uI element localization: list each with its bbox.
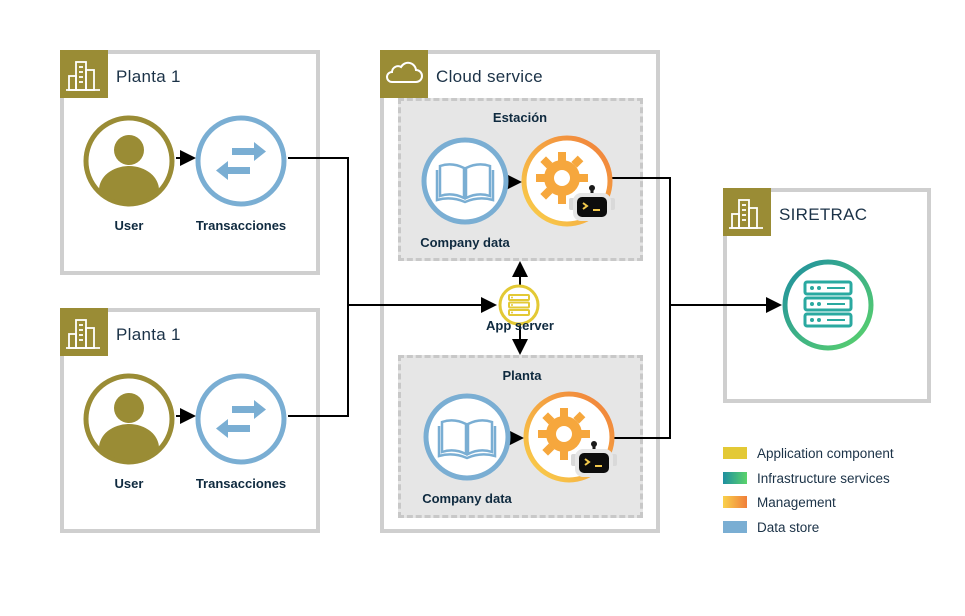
transacciones-label: Transacciones [195, 218, 287, 233]
cloud-title: Cloud service [436, 67, 543, 86]
legend-swatch [723, 521, 747, 533]
user-label: User [114, 218, 144, 233]
planta-title: Planta [502, 368, 542, 383]
legend-label: Application component [757, 445, 894, 461]
plant-title: Planta 1 [116, 325, 181, 344]
legend-item-management: Management [723, 494, 836, 510]
book-icon [420, 136, 510, 231]
building-icon [723, 188, 771, 236]
legend-item-data-store: Data store [723, 519, 819, 535]
user-icon [82, 114, 176, 213]
cloud-icon [380, 50, 428, 98]
legend-item-infrastructure: Infrastructure services [723, 470, 890, 486]
legend-item-application: Application component [723, 445, 894, 461]
transacciones-label: Transacciones [195, 476, 287, 491]
legend-swatch [723, 472, 747, 484]
siretrac-title: SIRETRAC [779, 205, 868, 224]
server-icon [498, 284, 540, 331]
user-label: User [114, 476, 144, 491]
book-icon [422, 392, 512, 487]
building-icon [60, 308, 108, 356]
legend-swatch [723, 496, 747, 508]
legend-swatch [723, 447, 747, 459]
building-icon [60, 50, 108, 98]
company-data-label: Company data [422, 491, 512, 506]
app-server-label: App server [486, 318, 554, 333]
legend-label: Data store [757, 519, 820, 535]
robot-icon [568, 440, 620, 485]
robot-icon [566, 184, 618, 229]
exchange-arrows-icon [194, 114, 288, 213]
exchange-arrows-icon [194, 372, 288, 471]
plant-title: Planta 1 [116, 67, 181, 86]
legend-label: Management [757, 494, 836, 510]
company-data-label: Company data [420, 235, 510, 250]
legend-label: Infrastructure services [757, 470, 890, 486]
database-server-icon [781, 258, 875, 357]
user-icon [82, 372, 176, 471]
estacion-title: Estación [492, 110, 548, 125]
